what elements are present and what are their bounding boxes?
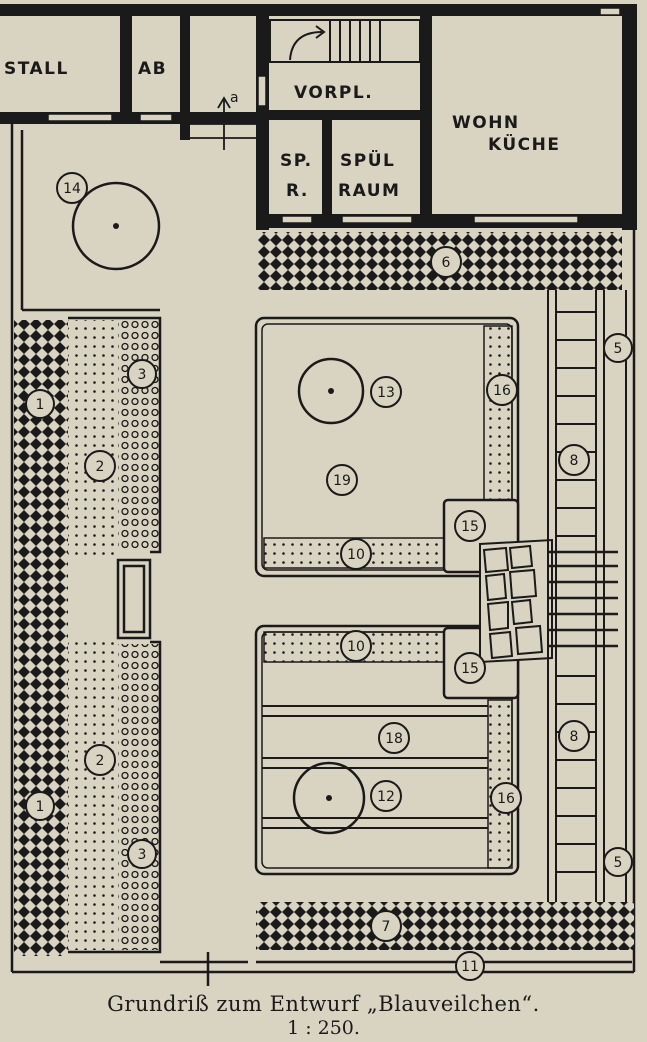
marker-3-a: 3 [138,367,147,383]
marker-2-b: 2 [96,753,105,769]
marker-16-b: 16 [497,791,515,807]
room-label-ab: AB [138,59,167,79]
building: a STALL AB VORPL. WOHN KÜCHE SP. R. SPÜL… [0,4,637,230]
room-label-r: R. [286,181,309,201]
room-label-stall: STALL [4,59,69,79]
marker-10-b: 10 [347,639,365,655]
marker-1-b: 1 [36,799,45,815]
marker-8-b: 8 [570,729,579,745]
caption-scale: 1 : 250. [287,1017,360,1039]
right-path [547,290,627,902]
trees [71,181,366,835]
caption-title: Grundriß zum Entwurf „Blauveilchen“. [107,992,540,1016]
marker-8-a: 8 [570,453,579,469]
marker-12: 12 [377,789,395,805]
room-label-sp: SP. [280,151,313,171]
marker-18: 18 [385,731,403,747]
marker-14: 14 [63,181,81,197]
marker-7: 7 [382,919,391,935]
tree-centers [113,223,334,801]
room-label-wohn: WOHN [452,113,520,133]
garden-plan: a STALL AB VORPL. WOHN KÜCHE SP. R. SPÜL… [0,4,637,986]
room-label-raum: RAUM [338,181,400,201]
marker-11: 11 [461,959,479,975]
marker-10-a: 10 [347,547,365,563]
marker-6: 6 [442,255,451,271]
marker-16-a: 16 [493,383,511,399]
marker-1-a: 1 [36,397,45,413]
marker-5-a: 5 [614,341,623,357]
marker-19: 19 [333,473,351,489]
left-beds [68,316,162,954]
number-markers: 1 1 2 2 3 3 5 5 6 7 8 8 10 10 11 12 13 1… [25,172,633,981]
marker-15-b: 15 [461,661,479,677]
arrow-label: a [230,90,239,106]
marker-15-a: 15 [461,519,479,535]
garden-outline [10,124,636,986]
room-label-spul: SPÜL [340,149,395,171]
stone-paving [479,538,553,664]
marker-13: 13 [377,385,395,401]
room-label-kuche: KÜCHE [488,133,561,155]
marker-2-a: 2 [96,459,105,475]
marker-5-b: 5 [614,855,623,871]
gate [548,550,618,648]
room-label-vorpl: VORPL. [294,83,373,103]
marker-3-b: 3 [138,847,147,863]
